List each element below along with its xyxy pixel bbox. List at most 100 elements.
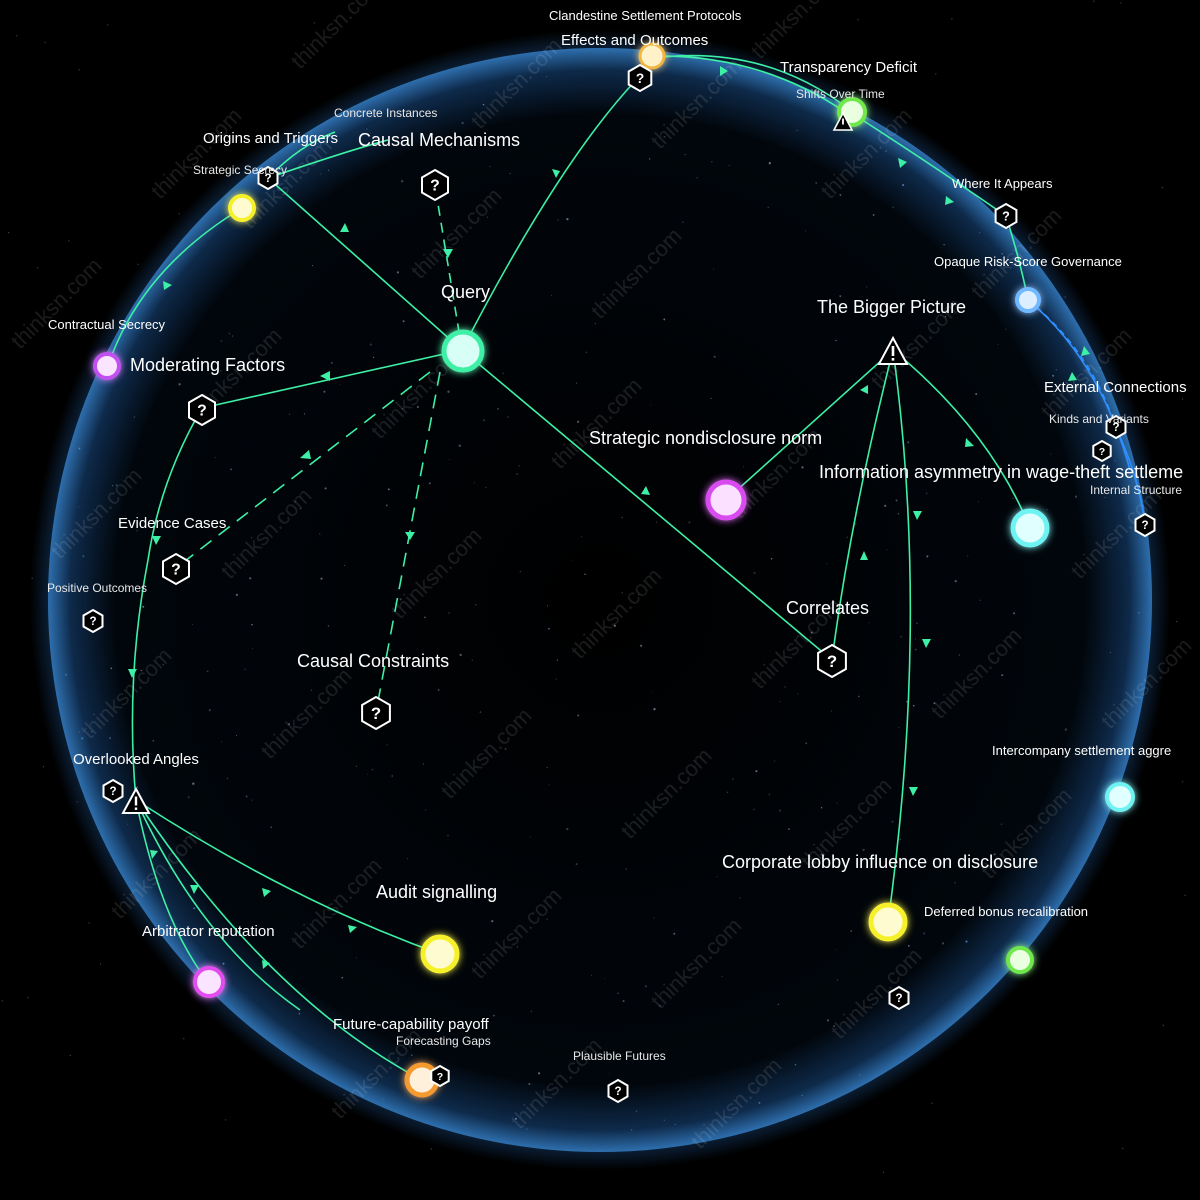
svg-text:?: ? (1002, 210, 1010, 224)
intercompany-node[interactable] (1105, 782, 1135, 812)
shifts-label: Shifts Over Time (796, 87, 885, 101)
edge-query-effects (461, 77, 639, 351)
causal-mech-label: Causal Mechanisms (358, 130, 520, 150)
warning-triangle-icon[interactable] (121, 786, 151, 814)
svg-text:?: ? (636, 71, 644, 86)
edge-evidence-overlooked (131, 559, 149, 801)
clandestine-label: Clandestine Settlement Protocols (549, 8, 742, 23)
edge-opaque-external-2 (1027, 299, 1131, 471)
question-hexagon-icon[interactable]: ? (188, 393, 216, 427)
svg-text:?: ? (1141, 519, 1148, 532)
svg-text:?: ? (437, 1071, 443, 1083)
svg-text:?: ? (895, 992, 902, 1005)
star-field (1, 0, 1186, 1174)
arbitrator-label: Arbitrator reputation (142, 923, 275, 940)
edge-arrows (128, 66, 1090, 969)
question-hexagon-icon[interactable]: ? (1092, 439, 1112, 463)
positive-label: Positive Outcomes (47, 581, 147, 595)
edge-overlooked-future (135, 799, 423, 1081)
edge-overlooked-audit (135, 799, 441, 955)
audit-label: Audit signalling (376, 882, 497, 902)
question-hexagon-icon[interactable]: ? (82, 608, 104, 634)
question-hexagon-icon[interactable]: ? (162, 552, 190, 586)
strategic-secrecy-node[interactable] (228, 194, 256, 222)
question-hexagon-icon[interactable]: ? (607, 1078, 629, 1104)
edge-query-correlates (461, 349, 833, 661)
intercompany-label: Intercompany settlement aggre (992, 743, 1171, 758)
evidence-label: Evidence Cases (118, 515, 226, 532)
edge-query-moderating (201, 349, 463, 409)
effects-node[interactable] (638, 42, 666, 70)
kinds-label: Kinds and Variants (1049, 412, 1149, 426)
warning-triangle-icon[interactable] (877, 335, 909, 365)
arbitrator-node[interactable] (193, 966, 225, 998)
edge-transparency-where (849, 111, 1007, 217)
svg-text:?: ? (264, 172, 271, 185)
strategic-secrecy-label: Strategic Secrecy (193, 163, 287, 177)
external-label: External Connections (1044, 379, 1187, 396)
edge-bigpicture-lobby (887, 349, 912, 923)
deferred-label: Deferred bonus recalibration (924, 904, 1088, 919)
corporate-lobby-label: Corporate lobby influence on disclosure (722, 852, 1038, 872)
svg-text:?: ? (614, 1085, 621, 1098)
bigger-picture-label: The Bigger Picture (817, 297, 966, 317)
opaque-node[interactable] (1015, 287, 1041, 313)
svg-text:?: ? (89, 615, 96, 628)
contractual-node[interactable] (93, 352, 121, 380)
question-hexagon-icon[interactable]: ? (257, 165, 279, 191)
question-hexagon-icon[interactable]: ? (888, 985, 910, 1011)
edge-moderating-evidence (147, 407, 203, 561)
edge-layer (107, 54, 1146, 1081)
warning-triangle-icon[interactable] (832, 111, 854, 131)
correlates-label: Correlates (786, 598, 869, 618)
question-hexagon-icon[interactable]: ? (627, 63, 653, 93)
transparency-label: Transparency Deficit (780, 59, 918, 76)
triangle-icon-layer (121, 111, 909, 814)
plausible-label: Plausible Futures (573, 1049, 666, 1063)
edge-query-strategic-secrecy (267, 177, 463, 351)
origins-label: Origins and Triggers (203, 130, 338, 147)
strategic-norm-node[interactable] (705, 479, 747, 521)
sphere (48, 48, 1152, 1152)
concrete-label: Concrete Instances (334, 106, 437, 120)
svg-text:?: ? (171, 562, 181, 579)
label-layer: Query Clandestine Settlement Protocols E… (47, 8, 1187, 1063)
moderating-label: Moderating Factors (130, 355, 285, 375)
question-hexagon-icon[interactable]: ? (361, 695, 391, 731)
edge-bigpicture-norm (725, 349, 894, 501)
overlooked-label: Overlooked Angles (73, 751, 199, 768)
edge-bigpicture-corr (831, 349, 894, 661)
question-hexagon-icon[interactable]: ? (1134, 512, 1156, 538)
edge-query-causal-constraints (375, 371, 441, 713)
svg-text:?: ? (1099, 446, 1105, 458)
forecasting-label: Forecasting Gaps (396, 1034, 491, 1048)
question-hexagon-icon[interactable]: ? (817, 643, 847, 679)
edge-query-causal-mech (434, 185, 463, 351)
edge-overlooked-future-2 (135, 799, 301, 1011)
query-label: Query (441, 282, 490, 302)
edge-query-evidence (175, 371, 431, 569)
hex-icon-layer: ???????????????? (82, 63, 1156, 1104)
svg-text:?: ? (827, 652, 837, 671)
edge-effects-top (651, 55, 846, 113)
where-appears-label: Where It Appears (952, 176, 1053, 191)
audit-node[interactable] (420, 934, 460, 974)
strategic-norm-label: Strategic nondisclosure norm (589, 428, 822, 448)
deferred-node[interactable] (1006, 946, 1034, 974)
info-asym-label: Information asymmetry in wage-theft sett… (819, 462, 1183, 482)
svg-text:?: ? (197, 403, 207, 420)
question-hexagon-icon[interactable]: ? (102, 778, 124, 804)
opaque-label: Opaque Risk-Score Governance (934, 254, 1122, 269)
info-asym-node[interactable] (1010, 508, 1050, 548)
question-hexagon-icon[interactable]: ? (994, 202, 1018, 230)
lobby-node[interactable] (868, 902, 908, 942)
causal-constraints-label: Causal Constraints (297, 651, 449, 671)
edge-secrecy-contractual (107, 207, 243, 367)
question-hexagon-icon[interactable]: ? (1105, 414, 1127, 440)
question-hexagon-icon[interactable]: ? (430, 1064, 450, 1088)
query-node[interactable] (441, 329, 485, 373)
question-hexagon-icon[interactable]: ? (421, 168, 449, 202)
svg-text:?: ? (371, 704, 381, 723)
edge-strategic-concrete (267, 139, 389, 179)
